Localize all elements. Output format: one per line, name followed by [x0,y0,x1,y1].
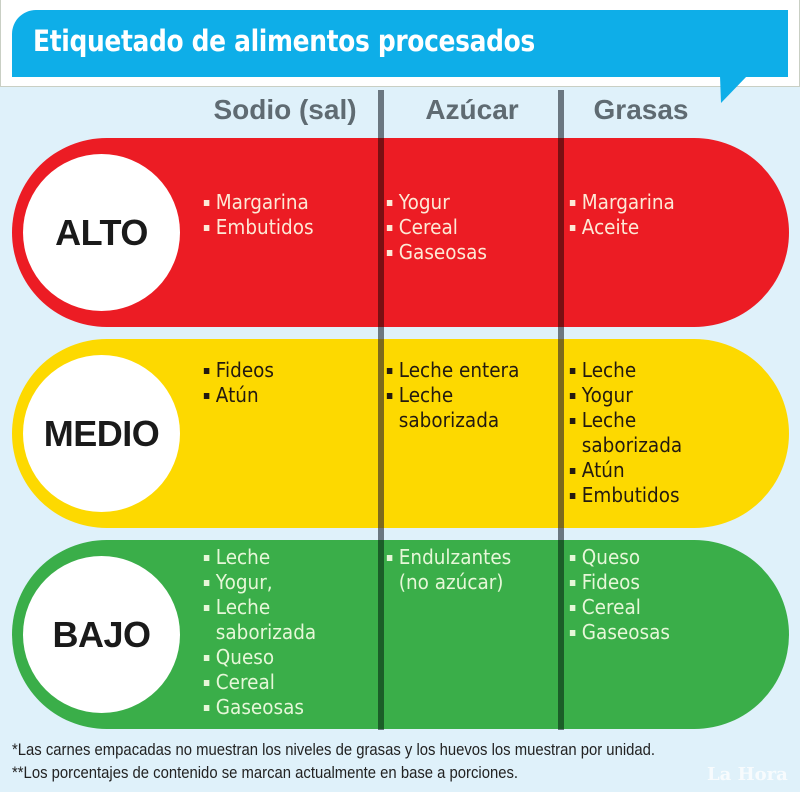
level-badge-medio: MEDIO [23,355,180,512]
footnote: **Los porcentajes de contenido se marcan… [12,764,519,782]
list-item: Atún [568,458,683,483]
list-item: Margarina [202,190,314,215]
level-badge-alto: ALTO [23,154,180,311]
watermark-logo: La Hora [707,764,788,785]
list-item: Yogur, [202,570,317,595]
column-header-azucar: Azúcar [425,94,519,125]
list-item: Margarina [568,190,675,215]
level-badge-bajo: BAJO [23,556,180,713]
list-item: Leche [568,358,683,383]
list-item: Leche saborizada [568,408,683,458]
level-label: ALTO [55,211,148,253]
title-banner: Etiquetado de alimentos procesados [12,10,788,77]
list-item: Gaseosas [202,695,317,720]
list-item: Aceite [568,215,675,240]
list-item: Fideos [202,358,274,383]
level-label: BAJO [52,613,151,655]
list-item: Gaseosas [385,240,487,265]
speech-bubble-tail [720,76,747,103]
level-row-medio: MEDIO Fideos Atún Leche entera Leche sab… [12,339,789,528]
list-item: Atún [202,383,274,408]
column-divider [378,540,384,729]
cell-medio-grasas: Leche Yogur Leche saborizada Atún Embuti… [568,358,683,508]
cell-bajo-sodio: Leche Yogur, Leche saborizada Queso Cere… [202,545,317,720]
cell-medio-sodio: Fideos Atún [202,358,274,408]
list-item: Queso [568,545,670,570]
list-item: Cereal [568,595,670,620]
column-header-grasas: Grasas [593,94,689,125]
list-item: Queso [202,645,317,670]
column-header-sodio: Sodio (sal) [213,94,357,125]
level-row-alto: ALTO Margarina Embutidos Yogur Cereal Ga… [12,138,789,327]
list-item: Cereal [202,670,317,695]
list-item: Leche saborizada [202,595,317,645]
cell-alto-grasas: Margarina Aceite [568,190,675,240]
column-divider [378,339,384,528]
list-item: Fideos [568,570,670,595]
column-divider [558,138,564,327]
level-label: MEDIO [43,412,160,454]
list-item: Cereal [385,215,487,240]
list-item: Gaseosas [568,620,670,645]
cell-bajo-grasas: Queso Fideos Cereal Gaseosas [568,545,670,645]
column-divider [558,339,564,528]
list-item: Embutidos [202,215,314,240]
list-item: Leche [202,545,317,570]
footnote: *Las carnes empacadas no muestran los ni… [12,741,656,759]
column-divider [558,540,564,729]
page-title: Etiquetado de alimentos procesados [33,24,535,58]
list-item: Endulzantes (no azúcar) [385,545,518,595]
list-item: Leche entera [385,358,523,383]
level-row-bajo: BAJO Leche Yogur, Leche saborizada Queso… [12,540,789,729]
column-divider [378,138,384,327]
cell-bajo-azucar: Endulzantes (no azúcar) [385,545,518,595]
list-item: Embutidos [568,483,683,508]
list-item: Yogur [385,190,487,215]
cell-alto-azucar: Yogur Cereal Gaseosas [385,190,487,265]
footnotes: *Las carnes empacadas no muestran los ni… [12,739,655,785]
cell-alto-sodio: Margarina Embutidos [202,190,314,240]
list-item: Yogur [568,383,683,408]
list-item: Leche saborizada [385,383,500,433]
cell-medio-azucar: Leche entera Leche saborizada [385,358,523,433]
